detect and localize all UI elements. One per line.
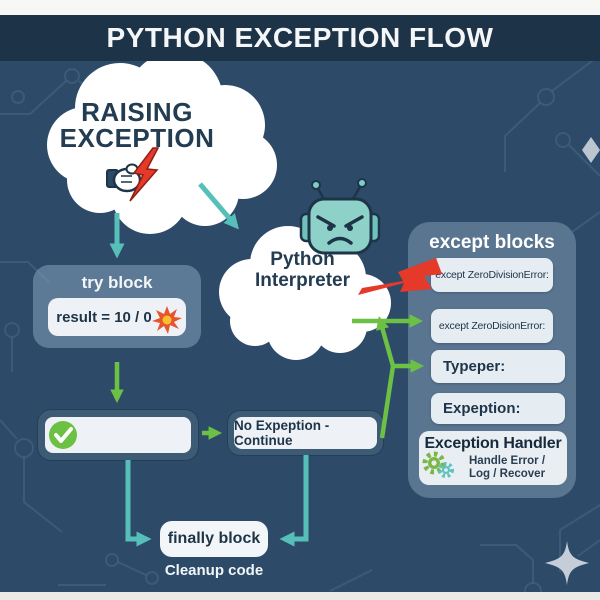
cleanup-caption: Cleanup code (164, 562, 264, 579)
raising-cloud-label: RAISING EXCEPTION (27, 99, 247, 151)
try-block-code: result = 10 / 0 (48, 298, 186, 336)
except-box-1: except ZeroDivisionError: (431, 258, 553, 292)
except-box-3: Typeper: (431, 350, 565, 383)
try-block-label: try block (81, 273, 153, 292)
bottom-frame-strip (0, 592, 600, 600)
try-block: try block result = 10 / 0 (33, 265, 201, 348)
interpreter-line1: Python (270, 249, 335, 270)
handler-line1: Handle Error / (469, 455, 546, 467)
angry-robot-icon (299, 178, 381, 255)
handler-line2: Log / Recover (469, 468, 546, 480)
exception-handler-title: Exception Handler (424, 435, 562, 452)
no-exception-box: No Expeption - Continue (228, 411, 383, 455)
except-box-2: except ZeroDisionError: (431, 309, 553, 343)
exception-handler-text: Handle Error / Log / Recover (469, 455, 545, 481)
success-box (38, 410, 198, 460)
no-exception-label: No Expeption - Continue (234, 417, 377, 449)
except-blocks-panel: except blocks except ZeroDivisionError: … (408, 222, 576, 498)
top-frame-strip (0, 0, 600, 15)
raising-line1: RAISING (81, 97, 193, 127)
except-box-4: Expeption: (431, 393, 565, 424)
page-title: PYTHON EXCEPTION FLOW (106, 22, 494, 53)
title-bar: PYTHON EXCEPTION FLOW (0, 15, 600, 61)
raising-line2: EXCEPTION (59, 123, 215, 153)
success-box-inner (45, 417, 191, 453)
finally-block: finally block (160, 521, 268, 557)
exception-handler-box: Exception Handler Handle Error / Log / R… (419, 431, 567, 485)
except-panel-header: except blocks (429, 232, 555, 253)
interpreter-cloud-label: Python Interpreter (230, 249, 375, 291)
interpreter-line2: Interpreter (254, 270, 351, 291)
